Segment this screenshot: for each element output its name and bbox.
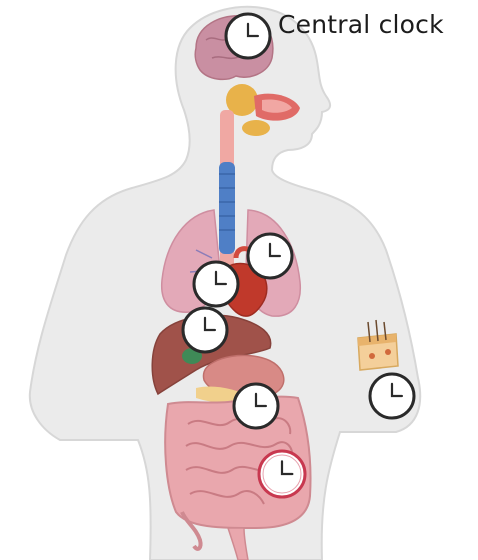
- trachea: [219, 162, 235, 254]
- intestine-clock-icon: [259, 451, 305, 497]
- central-clock-label: Central clock: [278, 10, 444, 39]
- liver-clock-icon: [183, 308, 227, 352]
- lungs-clock-icon: [248, 234, 292, 278]
- pancreas-clock-icon: [234, 384, 278, 428]
- heart-clock-icon: [194, 262, 238, 306]
- brain-clock-icon: [226, 14, 270, 58]
- skin-clock-icon: [370, 374, 414, 418]
